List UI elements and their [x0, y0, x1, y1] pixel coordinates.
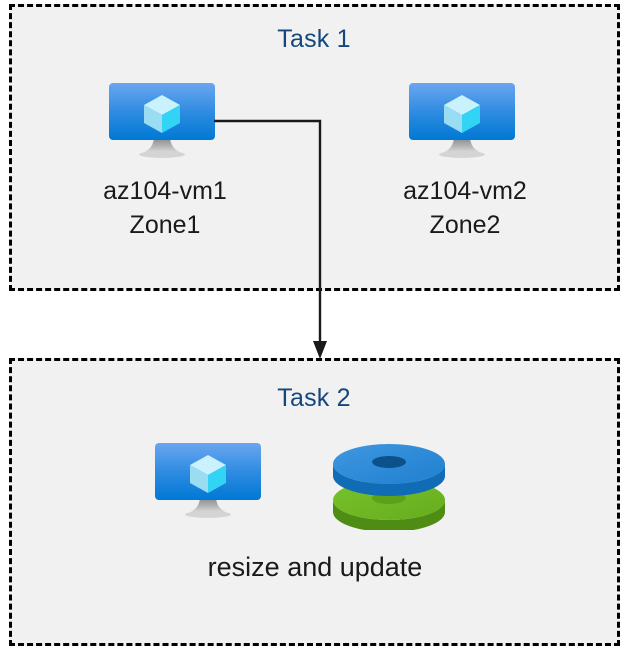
- vm1-label: az104-vm1 Zone1: [103, 177, 227, 239]
- task-2-caption: resize and update: [207, 552, 423, 582]
- task-1-title: Task 1: [277, 25, 351, 53]
- task-2-container: [9, 358, 620, 646]
- azure-disks-icon: [330, 438, 448, 532]
- azure-virtual-machine-icon: [106, 80, 218, 170]
- task-2-title: Task 2: [277, 384, 351, 412]
- vm2-label: az104-vm2 Zone2: [403, 177, 527, 239]
- azure-virtual-machine-icon: [152, 440, 264, 530]
- azure-virtual-machine-icon: [406, 80, 518, 170]
